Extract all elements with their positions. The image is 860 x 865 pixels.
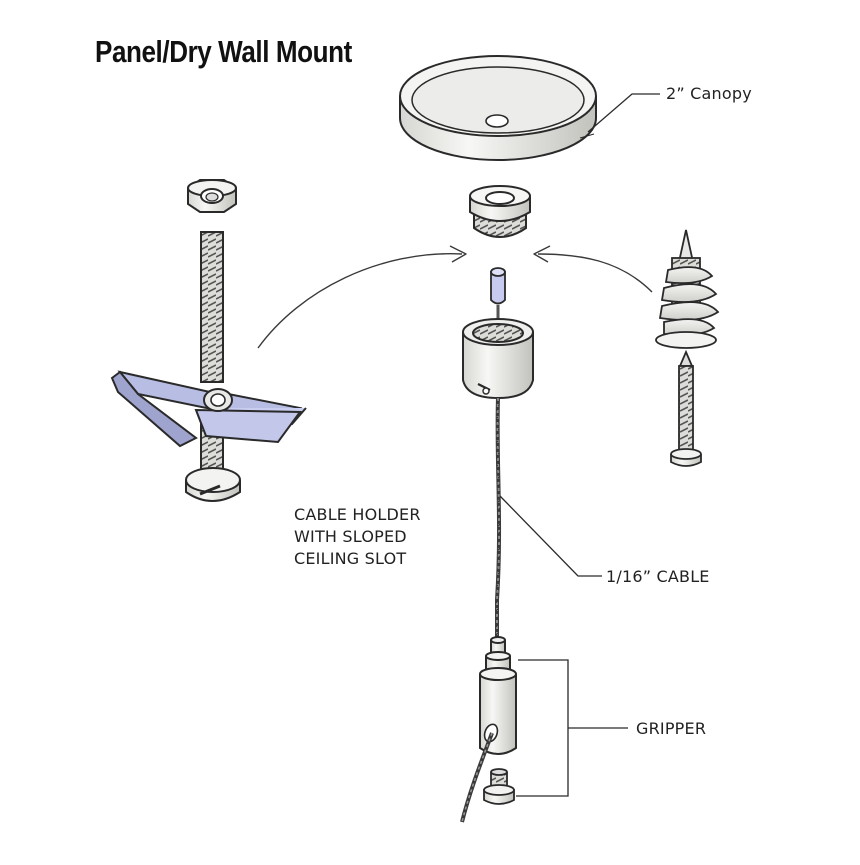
leader-lines xyxy=(499,93,660,797)
cable-holder-label-line2: WITH SLOPED xyxy=(294,527,407,546)
cable-holder-body xyxy=(462,318,534,400)
assembly-arrows xyxy=(257,245,653,349)
cable-holder-label-line1: CABLE HOLDER xyxy=(294,505,421,524)
drywall-anchor xyxy=(655,229,720,467)
cable-label: 1/16” CABLE xyxy=(606,567,710,586)
canopy-leader xyxy=(587,93,660,133)
toggle-bolt xyxy=(110,179,307,502)
threaded-bushing xyxy=(469,185,531,238)
set-screw xyxy=(483,768,515,805)
cable-holder-label-line3: CEILING SLOT xyxy=(294,549,407,568)
cable-leader xyxy=(499,495,602,577)
canopy-label: 2” Canopy xyxy=(666,84,752,103)
gripper-part xyxy=(479,636,517,755)
cable-wire-twist xyxy=(496,397,501,640)
cable-tail-twist xyxy=(461,732,493,823)
cable-holder-label: CABLE HOLDER WITH SLOPED CEILING SLOT xyxy=(294,504,421,570)
canopy-part xyxy=(399,55,597,161)
gripper-bracket xyxy=(516,659,569,797)
gripper-label: GRIPPER xyxy=(636,719,707,738)
page-title: Panel/Dry Wall Mount xyxy=(95,34,352,69)
cable-end-cap xyxy=(490,267,506,305)
